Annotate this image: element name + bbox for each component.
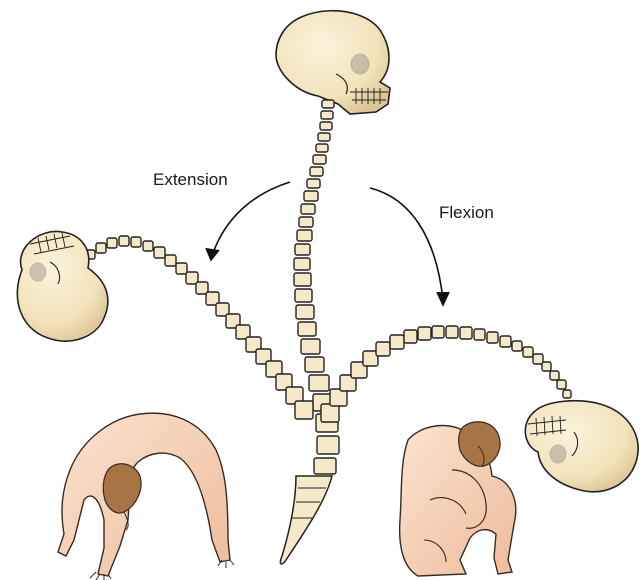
sacrum — [280, 476, 332, 564]
neutral-spine — [276, 11, 390, 564]
curled-figure — [400, 422, 516, 576]
backbend-figure — [58, 413, 234, 580]
skull-flexion-icon — [525, 401, 638, 492]
skull-top-icon — [276, 11, 390, 114]
extension-spine — [17, 231, 313, 419]
extension-arrow-icon — [206, 182, 290, 260]
extension-label: Extension — [153, 170, 228, 190]
skull-extension-icon — [17, 231, 108, 341]
flexion-label: Flexion — [439, 203, 494, 223]
flexion-arrow-icon — [370, 188, 449, 305]
